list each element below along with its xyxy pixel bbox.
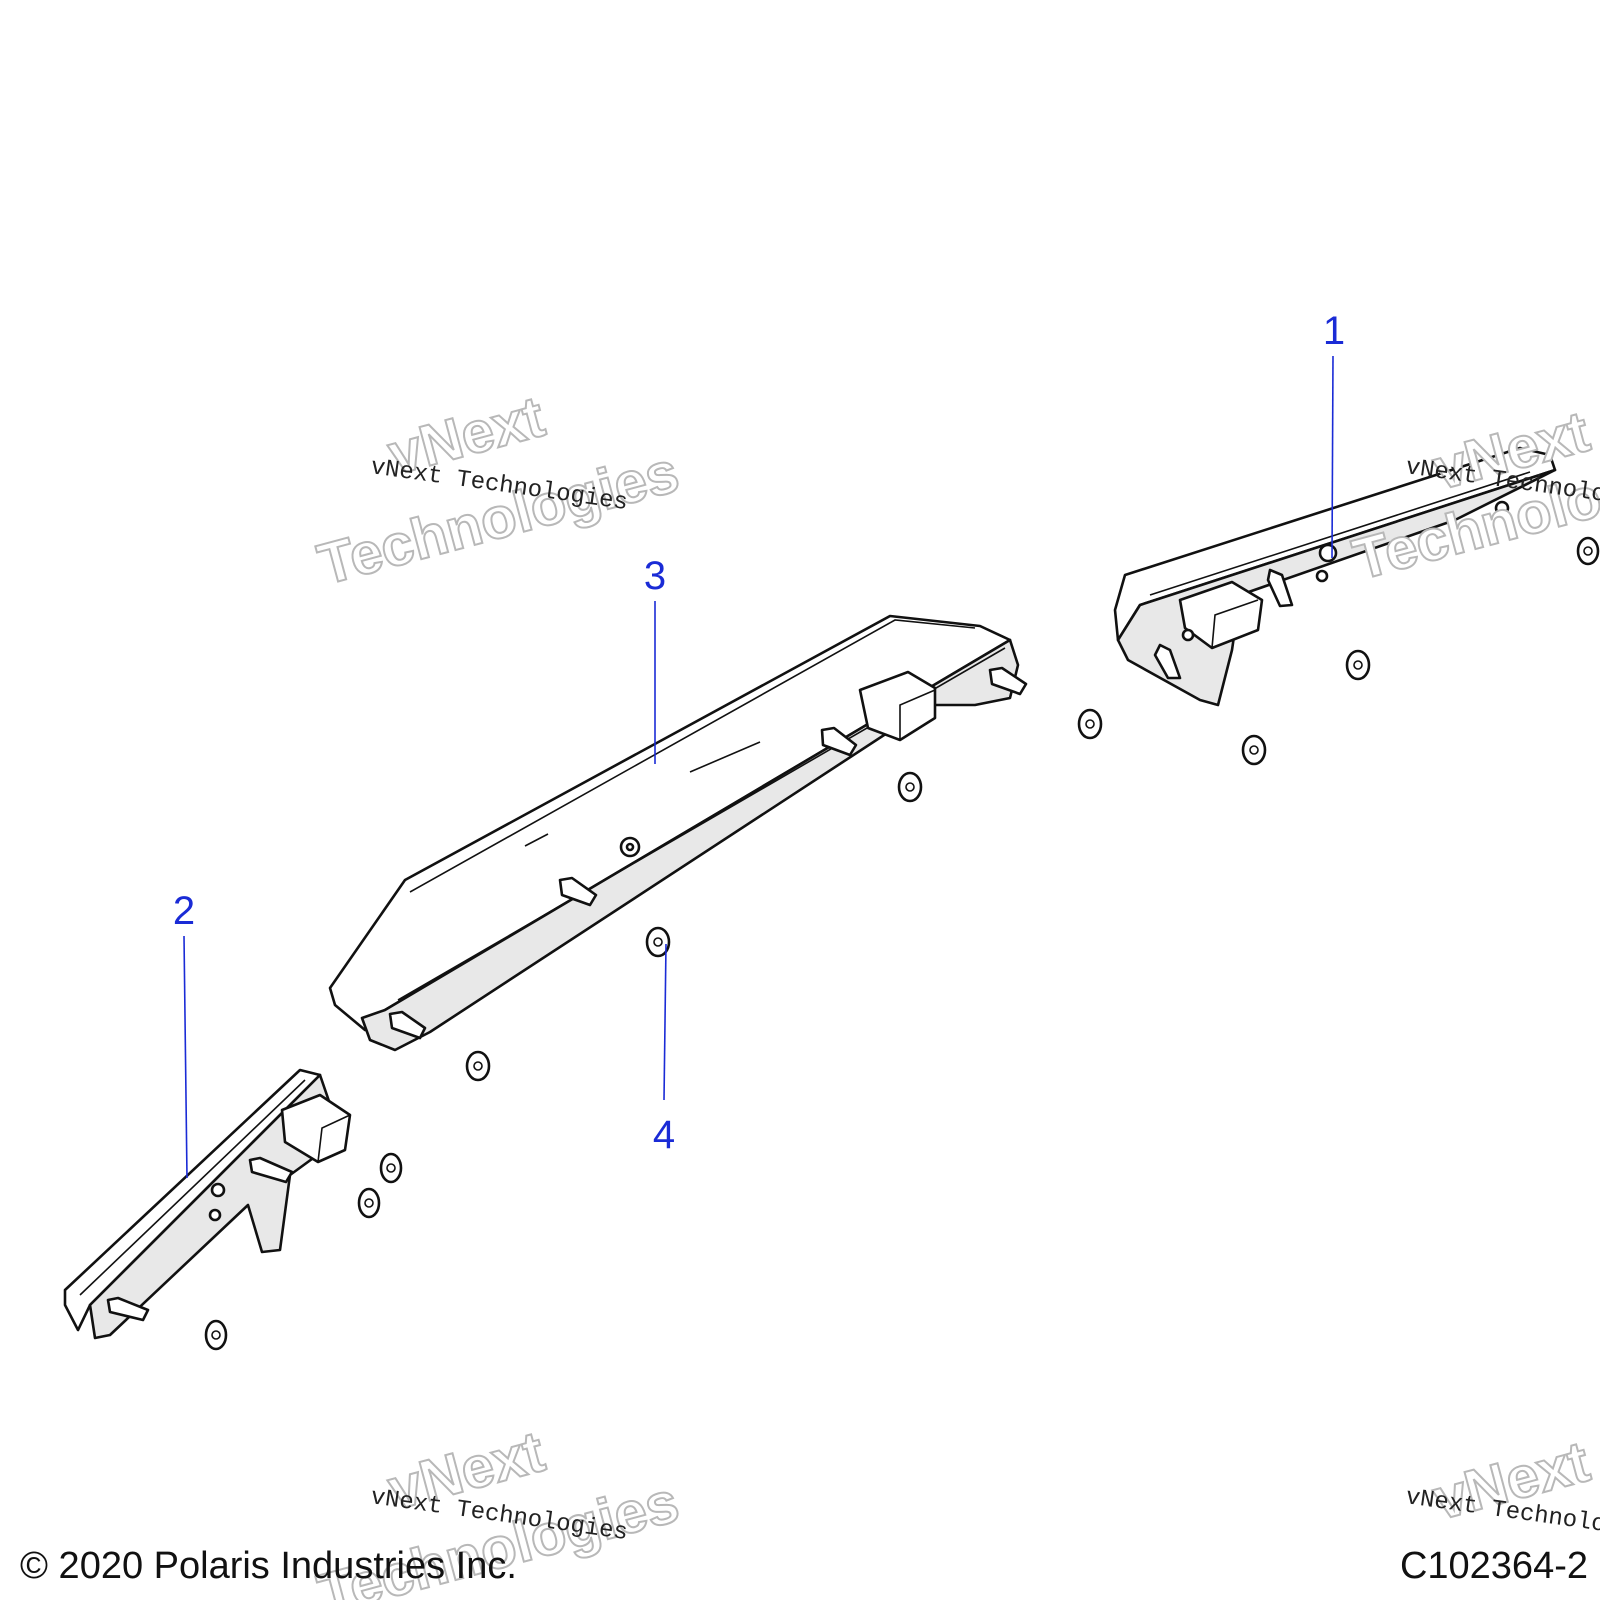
figure-id: C102364-2 bbox=[1399, 1545, 1588, 1587]
callout-1: 1 bbox=[1323, 309, 1345, 559]
nut bbox=[379, 1152, 403, 1184]
callout-3-label: 3 bbox=[644, 554, 666, 598]
part-4-push-nuts bbox=[204, 536, 1600, 1351]
part-2-light-left bbox=[63, 1068, 352, 1340]
watermark-top-left: vNext Technologies vNext Technologies bbox=[311, 383, 687, 599]
callout-2: 2 bbox=[173, 889, 195, 1179]
connector bbox=[280, 1093, 352, 1164]
callout-3: 3 bbox=[644, 554, 666, 764]
watermark-bottom-right: vNext vNext Technologies bbox=[1404, 1428, 1600, 1547]
part-3-light-center bbox=[328, 614, 1028, 1052]
callout-4: 4 bbox=[653, 943, 675, 1157]
callout-1-leader bbox=[1331, 355, 1334, 559]
nut bbox=[465, 1050, 491, 1082]
callout-2-label: 2 bbox=[173, 889, 195, 933]
callout-4-label: 4 bbox=[653, 1113, 675, 1157]
nut bbox=[1576, 536, 1600, 566]
nut bbox=[1345, 649, 1371, 681]
copyright-notice: © 2020 Polaris Industries Inc. bbox=[20, 1545, 517, 1587]
nut bbox=[204, 1319, 228, 1351]
watermark-big-line2: Technologies bbox=[312, 439, 686, 597]
nut bbox=[357, 1187, 381, 1219]
callout-2-leader bbox=[183, 935, 188, 1179]
callout-1-label: 1 bbox=[1323, 309, 1345, 353]
nut bbox=[1241, 734, 1267, 766]
nut bbox=[645, 926, 671, 958]
connector bbox=[858, 670, 937, 742]
connector bbox=[1178, 580, 1264, 650]
callout-4-leader bbox=[663, 943, 667, 1101]
nut bbox=[1077, 708, 1103, 740]
part-1-light-right bbox=[1113, 446, 1557, 707]
nut bbox=[897, 771, 923, 803]
